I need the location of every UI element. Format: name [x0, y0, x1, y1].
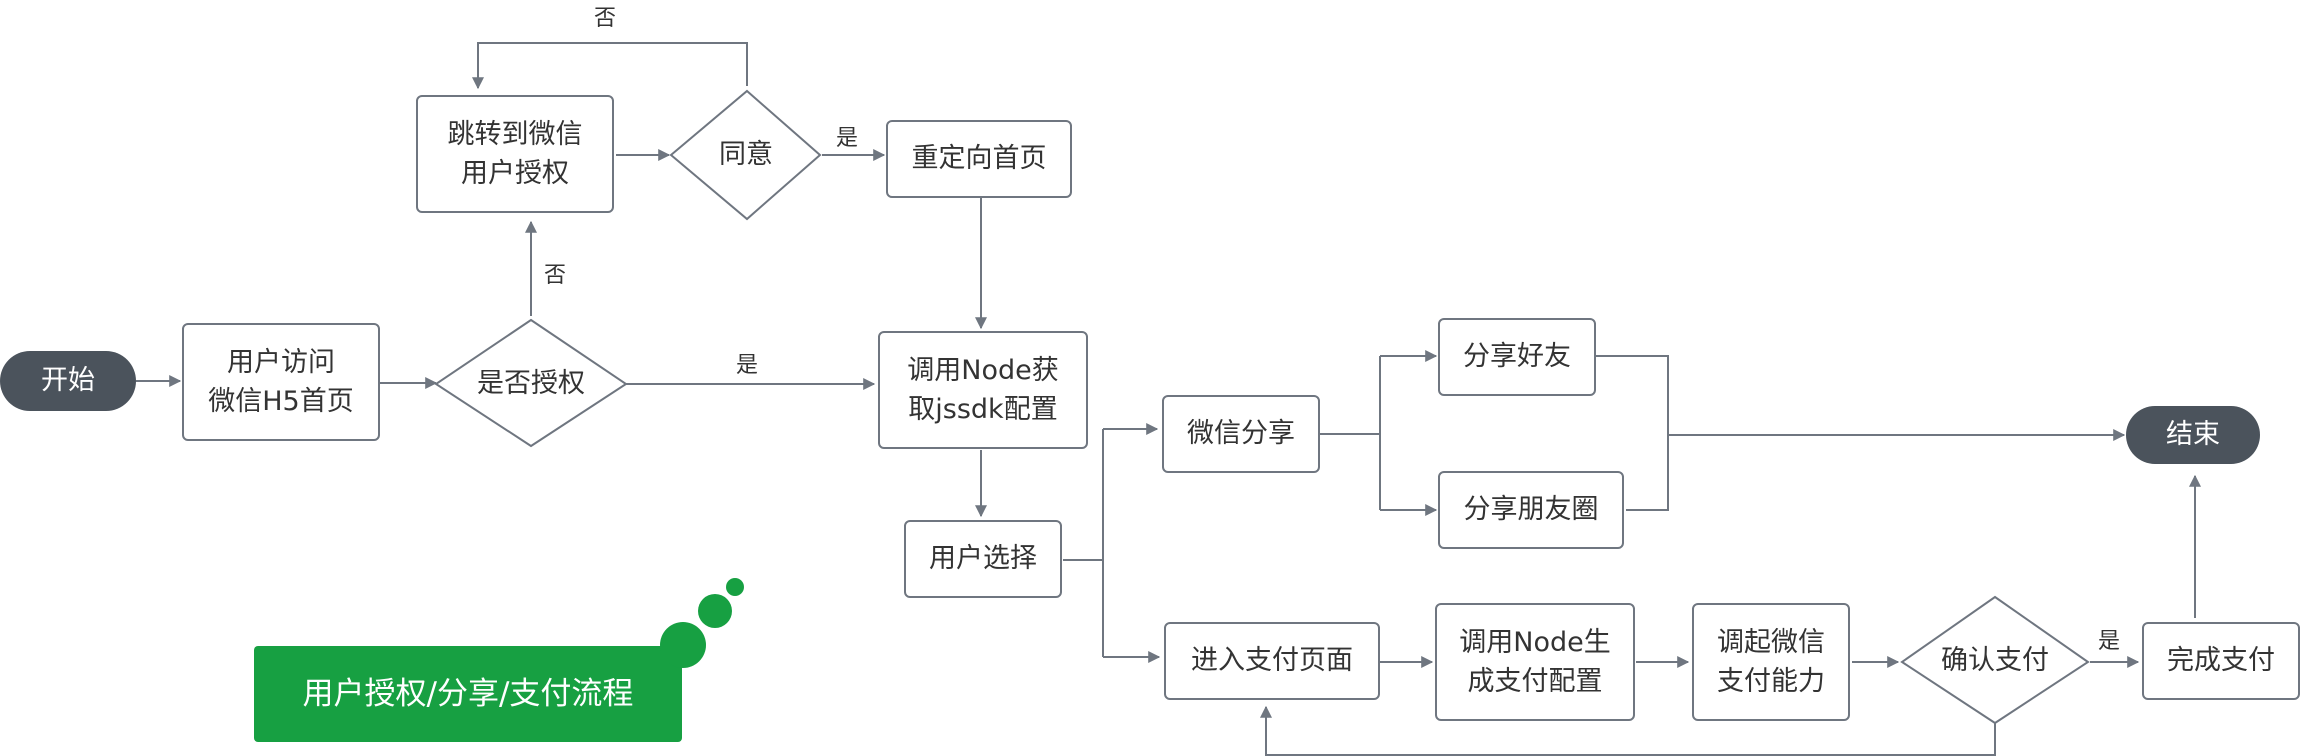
- end-terminal: 结束: [2126, 406, 2260, 464]
- decor-dot-large: [660, 622, 706, 668]
- edge-label-confirm-yes: 是: [2097, 629, 2120, 654]
- decor-dot-medium: [698, 594, 732, 628]
- edge-label-agree-yes: 是: [835, 126, 858, 151]
- page-title: 用户授权/分享/支付流程: [302, 675, 634, 712]
- title-banner: [254, 646, 682, 742]
- decor-dot-small: [726, 578, 744, 596]
- node-wechat-share: 微信分享: [1162, 395, 1320, 473]
- node-enter-pay-page: 进入支付页面: [1164, 622, 1380, 700]
- node-jssdk-config: 调用Node获 取jssdk配置: [878, 331, 1088, 449]
- edge-label-isauth-no: 否: [543, 263, 566, 288]
- node-user-choose: 用户选择: [904, 520, 1062, 598]
- node-invoke-pay: 调起微信 支付能力: [1692, 603, 1850, 721]
- decision-confirm-pay-shape: [1900, 595, 2090, 725]
- edge-agree-jump-loop: [472, 42, 748, 90]
- node-jump-auth: 跳转到微信 用户授权: [416, 95, 614, 213]
- node-gen-pay-config: 调用Node生 成支付配置: [1435, 603, 1635, 721]
- edge-confirm-paypage-loop: [1260, 705, 1996, 756]
- edge-label-isauth-yes: 是: [735, 353, 758, 378]
- edge-label-agree-no: 否: [593, 6, 616, 31]
- edge-friend-merge: [1596, 355, 1669, 511]
- node-share-moments: 分享朋友圈: [1438, 471, 1624, 549]
- decision-agree-shape: [669, 89, 822, 221]
- start-terminal: 开始: [0, 351, 136, 411]
- node-pay-done: 完成支付: [2142, 622, 2300, 700]
- decision-is-auth-label: 是否授权: [477, 368, 585, 400]
- decision-confirm-pay-label: 确认支付: [1941, 645, 2049, 677]
- decision-is-auth-shape: [434, 318, 628, 448]
- node-redirect-home: 重定向首页: [886, 120, 1072, 198]
- node-share-friend: 分享好友: [1438, 318, 1596, 396]
- decision-agree-label: 同意: [719, 139, 773, 171]
- node-user-visit: 用户访问 微信H5首页: [182, 323, 380, 441]
